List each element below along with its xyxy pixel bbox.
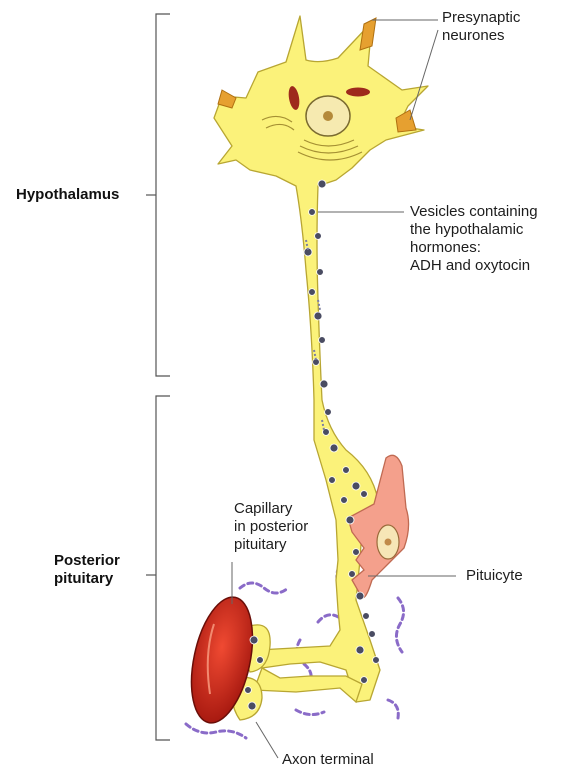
- vesicle: [353, 549, 360, 556]
- vesicle: [356, 646, 364, 654]
- vesicle: [363, 613, 370, 620]
- capillary-label: Capillary in posterior pituitary: [234, 500, 308, 554]
- vesicle: [346, 516, 354, 524]
- axon-terminal-label: Axon terminal: [282, 751, 374, 769]
- vesicle: [352, 482, 360, 490]
- vesicle: [341, 497, 348, 504]
- presynaptic-neurones-label: Presynaptic neurones: [442, 9, 520, 45]
- vesicle: [317, 269, 324, 276]
- vesicle: [248, 702, 256, 710]
- vesicle: [319, 337, 326, 344]
- vesicle: [309, 209, 316, 216]
- vesicle: [325, 409, 332, 416]
- vesicle: [330, 444, 338, 452]
- pituicyte-label: Pituicyte: [466, 567, 523, 585]
- vesicle: [369, 631, 376, 638]
- vesicle: [318, 180, 326, 188]
- vesicle: [329, 477, 336, 484]
- vesicle: [356, 592, 364, 600]
- nucleolus: [323, 111, 333, 121]
- pituitary-bracket: [156, 396, 170, 740]
- vesicle: [257, 657, 264, 664]
- vesicle: [250, 636, 258, 644]
- axon-branch: [254, 668, 362, 702]
- vesicles-label: Vesicles containing the hypothalamic hor…: [410, 203, 538, 275]
- pituicyte-nucleolus: [385, 539, 392, 546]
- vesicle: [314, 312, 322, 320]
- vesicle: [309, 289, 316, 296]
- mitochondrion: [346, 88, 370, 97]
- hypothalamus-label: Hypothalamus: [16, 186, 119, 204]
- vesicle: [315, 233, 322, 240]
- hypothalamus-bracket: [156, 14, 170, 376]
- posterior-pituitary-label: Posterior pituitary: [54, 552, 120, 588]
- vesicle: [320, 380, 328, 388]
- vesicle: [349, 571, 356, 578]
- vesicle: [361, 677, 368, 684]
- vesicle: [343, 467, 350, 474]
- vesicle: [245, 687, 252, 694]
- vesicle: [373, 657, 380, 664]
- vesicle: [361, 491, 368, 498]
